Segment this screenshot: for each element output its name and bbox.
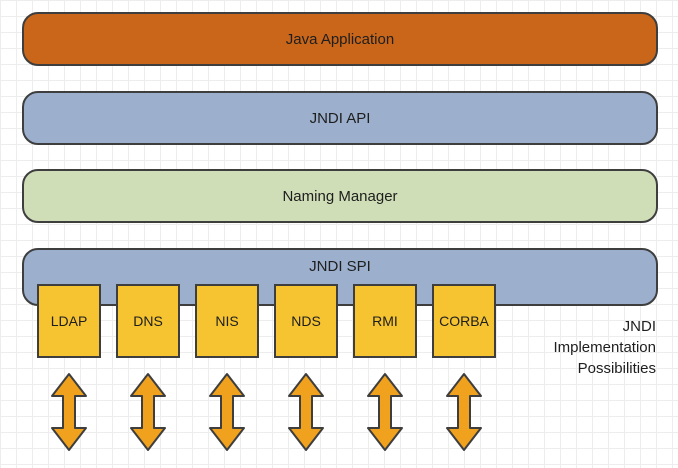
double-arrow-icon xyxy=(51,373,87,451)
side-label-line-2: Implementation xyxy=(553,339,656,356)
side-label-line-3: Possibilities xyxy=(577,360,656,377)
java-application-layer: Java Application xyxy=(22,12,658,66)
impl-box-nis: NIS xyxy=(195,284,259,358)
impl-box-rmi: RMI xyxy=(353,284,417,358)
impl-label-ldap: LDAP xyxy=(50,313,88,329)
impl-box-ldap: LDAP xyxy=(37,284,101,358)
impl-box-nds: NDS xyxy=(274,284,338,358)
double-arrow-icon xyxy=(367,373,403,451)
impl-label-corba: CORBA xyxy=(439,313,489,329)
java-application-label: Java Application xyxy=(285,30,395,48)
side-label-line-1: JNDI xyxy=(622,318,656,335)
double-arrow-icon xyxy=(446,373,482,451)
naming-manager-label: Naming Manager xyxy=(282,187,398,205)
jndi-api-label: JNDI API xyxy=(309,109,371,127)
impl-label-rmi: RMI xyxy=(372,313,398,329)
impl-label-dns: DNS xyxy=(133,313,163,329)
double-arrow-icon xyxy=(209,373,245,451)
jndi-spi-label: JNDI SPI xyxy=(309,258,371,275)
impl-box-dns: DNS xyxy=(116,284,180,358)
implementation-possibilities-label: JNDI Implementation Possibilities xyxy=(520,316,656,379)
impl-label-nds: NDS xyxy=(291,313,321,329)
naming-manager-layer: Naming Manager xyxy=(22,169,658,223)
jndi-api-layer: JNDI API xyxy=(22,91,658,145)
double-arrow-icon xyxy=(288,373,324,451)
impl-label-nis: NIS xyxy=(215,313,239,329)
double-arrow-icon xyxy=(130,373,166,451)
impl-box-corba: CORBA xyxy=(432,284,496,358)
